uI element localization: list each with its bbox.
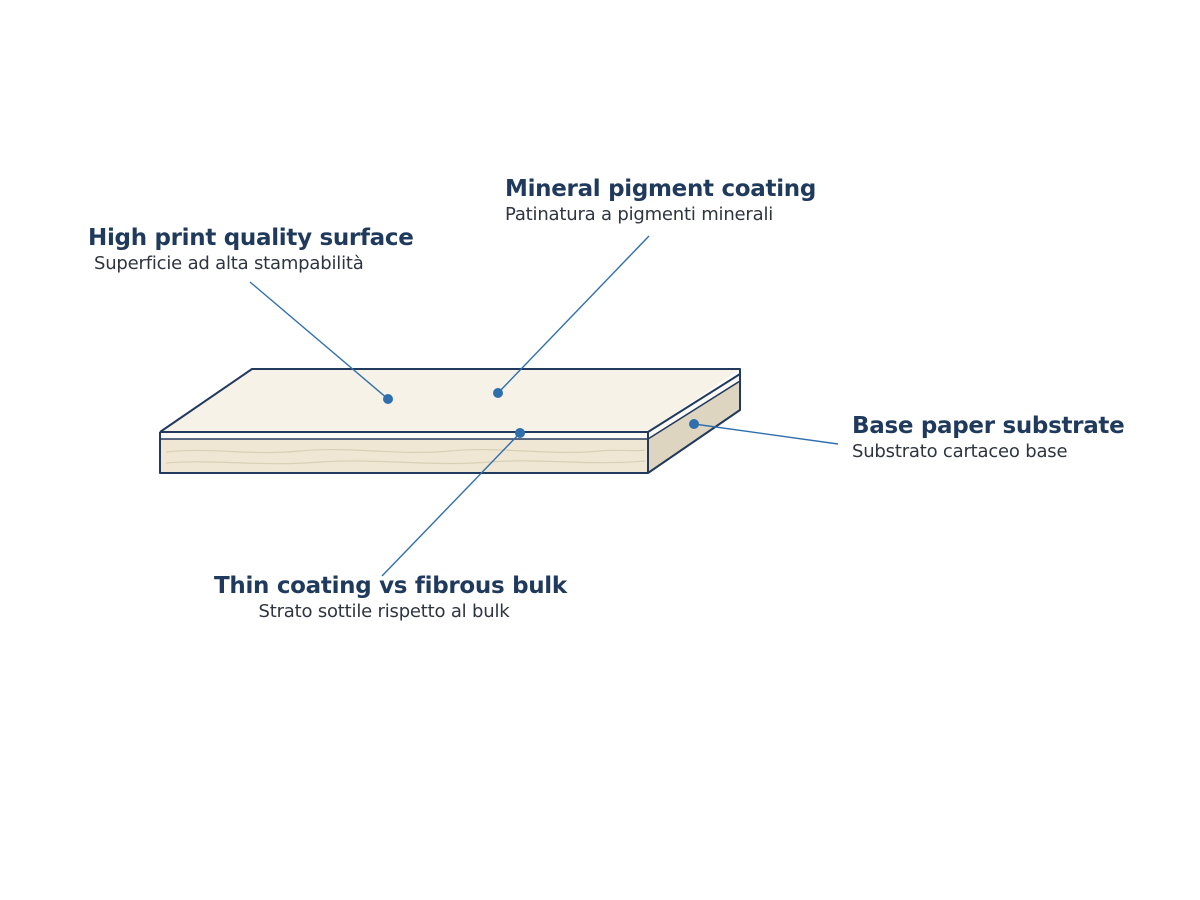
callout-thin: Thin coating vs fibrous bulk Strato sott… xyxy=(214,572,567,624)
callout-subtitle: Strato sottile rispetto al bulk xyxy=(258,601,510,622)
callout-subtitle: Superficie ad alta stampabilità xyxy=(94,253,364,274)
leader-coating xyxy=(497,235,650,394)
callout-title: High print quality surface xyxy=(88,225,414,251)
leader-lines xyxy=(249,235,839,577)
anchor-dot-base xyxy=(689,419,699,429)
coating-front-face xyxy=(160,432,648,439)
fiber-texture xyxy=(165,448,646,465)
anchor-dot-coating xyxy=(493,388,503,398)
leader-base xyxy=(693,423,839,445)
callout-coating: Mineral pigment coating Patinatura a pig… xyxy=(505,175,816,227)
leader-thin xyxy=(381,432,521,577)
anchor-dot-surface xyxy=(383,394,393,404)
base-front-face xyxy=(160,439,648,473)
slab-outline xyxy=(159,368,741,474)
callout-title: Base paper substrate xyxy=(852,413,1125,439)
callout-base: Base paper substrate Substrato cartaceo … xyxy=(852,412,1125,464)
callout-surface: High print quality surface Superficie ad… xyxy=(88,224,414,276)
leader-surface xyxy=(249,281,389,400)
top-surface-face xyxy=(160,369,740,432)
callout-subtitle: Substrato cartaceo base xyxy=(852,441,1068,462)
callout-subtitle: Patinatura a pigmenti minerali xyxy=(505,204,774,225)
callout-title: Mineral pigment coating xyxy=(505,176,817,202)
callout-title: Thin coating vs fibrous bulk xyxy=(214,573,567,599)
anchor-dot-thin xyxy=(515,428,525,438)
coating-side-face xyxy=(648,374,740,439)
